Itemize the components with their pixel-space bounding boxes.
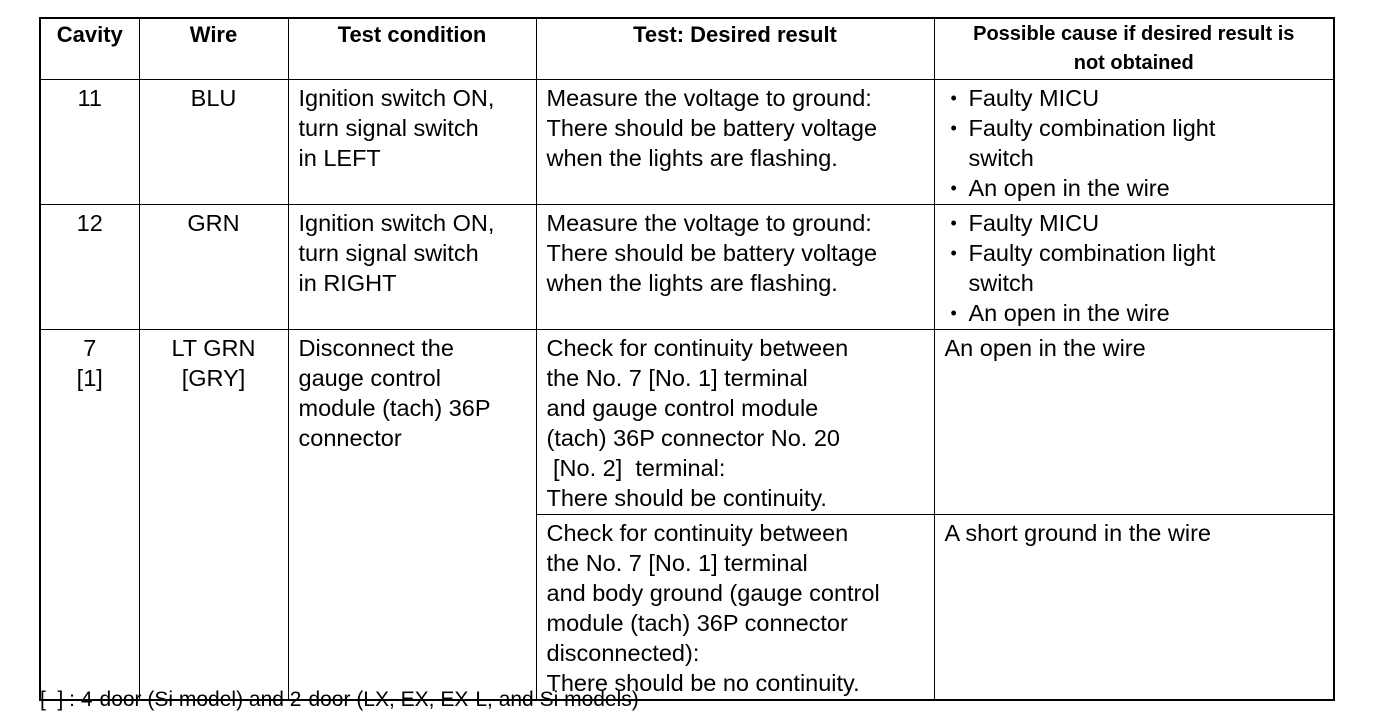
wire-value: GRN [187, 210, 240, 236]
condition-line: gauge control [298, 365, 441, 391]
cause-cell: • Faulty MICU • Faulty combination light… [933, 79, 1335, 205]
bullet-icon: • [950, 88, 957, 108]
wire-cell: LT GRN [GRY] [138, 329, 289, 701]
cause-line: Faulty MICU [968, 85, 1100, 111]
result-line: Check for continuity between [546, 520, 849, 546]
cause-item: • An open in the wire [945, 298, 1328, 328]
diagnosis-table: Cavity Wire Test condition Test: Desired… [39, 17, 1335, 701]
result-line: [No. 2] terminal: [546, 455, 726, 481]
result-line: Check for continuity between [546, 335, 849, 361]
cause-line: Faulty combination light [968, 115, 1216, 141]
cause-line: An open in the wire [968, 175, 1170, 201]
cause-cell: • Faulty MICU • Faulty combination light… [933, 204, 1335, 330]
result-line: Measure the voltage to ground: [546, 210, 872, 236]
cause-item: • Faulty combination light switch [945, 238, 1328, 298]
cause-item: • Faulty MICU [945, 208, 1328, 238]
table-row: 7 [1] LT GRN [GRY] Disconnect the gauge … [39, 329, 1335, 701]
wire-cell: BLU [138, 79, 289, 205]
wire-cell: GRN [138, 204, 289, 330]
condition-cell: Disconnect the gauge control module (tac… [287, 329, 537, 701]
result-line: when the lights are flashing. [546, 145, 838, 171]
cause-item: • Faulty MICU [945, 83, 1328, 113]
footnote: [ ] : 4-door (Si model) and 2-door (LX, … [40, 688, 639, 711]
result-cell: Check for continuity between the No. 7 [… [535, 514, 935, 701]
cavity-value: 12 [76, 210, 103, 236]
result-line: and body ground (gauge control [546, 580, 880, 606]
cavity-cell: 12 [39, 204, 140, 330]
condition-line: in RIGHT [298, 270, 397, 296]
wire-value: LT GRN [171, 335, 256, 361]
cause-list: • Faulty MICU • Faulty combination light… [945, 83, 1328, 203]
cause-cell: A short ground in the wire [933, 514, 1335, 701]
condition-line: connector [298, 425, 402, 451]
condition-line: in LEFT [298, 145, 381, 171]
result-line: disconnected): [546, 640, 700, 666]
condition-line: Ignition switch ON, [298, 85, 495, 111]
result-line: There should be no continuity. [546, 670, 860, 696]
cavity-value: 7 [83, 335, 97, 361]
result-line: the No. 7 [No. 1] terminal [546, 365, 808, 391]
bullet-icon: • [950, 303, 957, 323]
table-row: 11 BLU Ignition switch ON, turn signal s… [39, 79, 1335, 205]
cause-line: Faulty MICU [968, 210, 1100, 236]
cavity-value: 11 [77, 85, 102, 111]
cause-line: An open in the wire [944, 335, 1146, 361]
bullet-icon: • [950, 178, 957, 198]
condition-cell: Ignition switch ON, turn signal switch i… [287, 204, 537, 330]
cause-item: • An open in the wire [945, 173, 1328, 203]
cause-line: switch [968, 145, 1034, 171]
wire-value-alt: [GRY] [181, 365, 246, 391]
condition-cell: Ignition switch ON, turn signal switch i… [287, 79, 537, 205]
result-line: Measure the voltage to ground: [546, 85, 872, 111]
cause-cell: An open in the wire [933, 329, 1335, 515]
cause-line: switch [968, 270, 1034, 296]
result-line: and gauge control module [546, 395, 819, 421]
header-test-result: Test: Desired result [535, 17, 935, 80]
cause-item: • Faulty combination light switch [945, 113, 1328, 173]
header-test-condition: Test condition [287, 17, 537, 80]
condition-line: module (tach) 36P [298, 395, 491, 421]
header-cavity: Cavity [39, 17, 140, 80]
result-line: module (tach) 36P connector [546, 610, 848, 636]
result-cell: Measure the voltage to ground: There sho… [535, 79, 935, 205]
table-row: 12 GRN Ignition switch ON, turn signal s… [39, 204, 1335, 330]
result-line: There should be battery voltage [546, 115, 878, 141]
cause-line: A short ground in the wire [944, 520, 1212, 546]
result-cell: Measure the voltage to ground: There sho… [535, 204, 935, 330]
cavity-cell: 11 [39, 79, 140, 205]
result-line: the No. 7 [No. 1] terminal [546, 550, 808, 576]
header-possible-cause: Possible cause if desired result is not … [933, 17, 1335, 80]
table-row: Check for continuity between the No. 7 [… [40, 514, 1335, 701]
bullet-icon: • [950, 213, 957, 233]
condition-line: Ignition switch ON, [298, 210, 495, 236]
cause-line: Faulty combination light [968, 240, 1216, 266]
result-cell: Check for continuity between the No. 7 [… [535, 329, 935, 515]
condition-line: turn signal switch [298, 115, 479, 141]
header-wire: Wire [138, 17, 289, 80]
cause-list: • Faulty MICU • Faulty combination light… [945, 208, 1328, 328]
result-line: There should be battery voltage [546, 240, 878, 266]
cavity-cell: 7 [1] [39, 329, 140, 701]
cause-line: An open in the wire [968, 300, 1170, 326]
header-possible-cause-line: Possible cause if desired result is [973, 23, 1295, 45]
condition-line: turn signal switch [298, 240, 479, 266]
header-row: Cavity Wire Test condition Test: Desired… [39, 17, 1335, 80]
result-line: when the lights are flashing. [546, 270, 838, 296]
condition-line: Disconnect the [298, 335, 454, 361]
wire-value: BLU [190, 85, 237, 111]
result-line: (tach) 36P connector No. 20 [546, 425, 841, 451]
cavity-value-alt: [1] [76, 365, 103, 391]
header-possible-cause-line: not obtained [1073, 52, 1194, 74]
bullet-icon: • [950, 243, 957, 263]
result-line: There should be continuity. [546, 485, 827, 511]
bullet-icon: • [950, 118, 957, 138]
